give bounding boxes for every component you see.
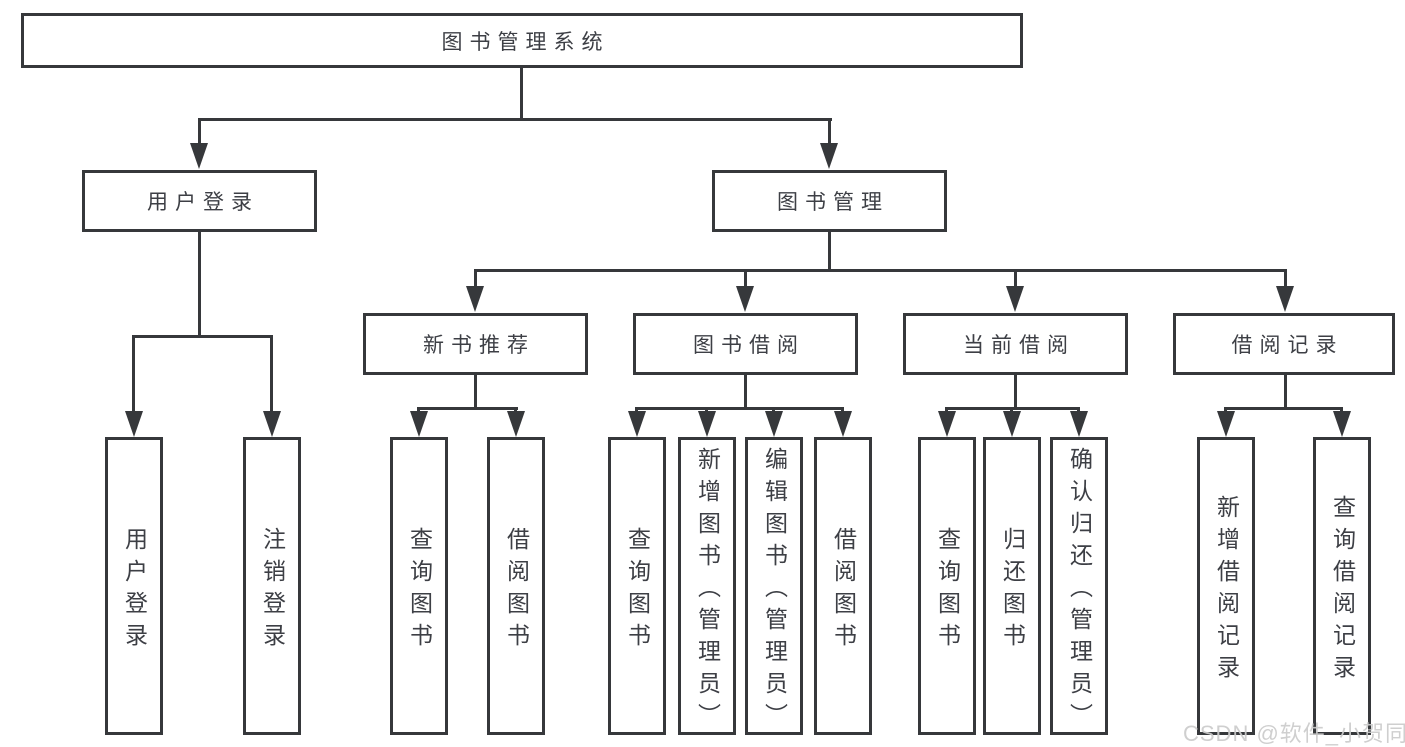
arrow-down-icon [410,411,428,437]
leaf-borrow-books: 借阅图书 [814,437,872,735]
leaf-add-book-admin: 新增图书（管理员） [678,437,736,735]
node-label: 图书管理 [777,191,889,214]
leaf-label: 用户登录 [121,526,148,655]
node-borrow-records: 借阅记录 [1173,313,1395,375]
connector-hline [635,407,843,410]
arrow-down-icon [820,143,838,169]
arrow-down-icon [263,411,281,437]
connector-vline [828,118,831,150]
connector-vline [1284,269,1287,287]
arrow-down-icon [765,411,783,437]
arrow-down-icon [125,411,143,437]
arrow-down-icon [507,411,525,437]
node-label: 图书管理系统 [441,30,610,54]
leaf-confirm-return-admin: 确认归还（管理员） [1050,437,1108,735]
arrow-down-icon [1003,411,1021,437]
connector-vline [744,269,747,287]
leaf-label: 查询图书 [934,526,961,655]
leaf-query-borrow-record: 查询借阅记录 [1313,437,1371,735]
node-label: 用户登录 [147,191,259,214]
connector-vline [198,118,201,150]
connector-vline [1014,269,1017,287]
arrow-down-icon [938,411,956,437]
leaf-label: 新增借阅记录 [1213,494,1240,687]
leaf-return-books: 归还图书 [983,437,1041,735]
arrow-down-icon [1276,286,1294,312]
node-new-book-recommend: 新书推荐 [363,313,588,375]
leaf-logout-login: 注销登录 [243,437,301,735]
connector-hline [132,335,273,338]
connector-vline [828,232,831,272]
connector-vline [270,335,273,412]
leaf-add-borrow-record: 新增借阅记录 [1197,437,1255,735]
leaf-label: 借阅图书 [830,526,857,655]
leaf-query-books-current: 查询图书 [918,437,976,735]
connector-hline [474,269,1287,272]
leaf-user-login: 用户登录 [105,437,163,735]
arrow-down-icon [1070,411,1088,437]
connector-vline [1014,375,1017,409]
leaf-label: 查询借阅记录 [1329,494,1356,687]
arrow-down-icon [834,411,852,437]
connector-hline [1224,407,1342,410]
node-label: 新书推荐 [423,334,535,357]
arrow-down-icon [1006,286,1024,312]
leaf-label: 注销登录 [259,526,286,655]
leaf-label: 查询图书 [406,526,433,655]
leaf-label: 编辑图书（管理员） [761,446,788,735]
connector-vline [474,269,477,287]
leaf-label: 新增图书（管理员） [694,446,721,735]
node-user-login: 用户登录 [82,170,317,232]
leaf-query-books-recommend: 查询图书 [390,437,448,735]
arrow-down-icon [736,286,754,312]
arrow-down-icon [628,411,646,437]
connector-vline [520,67,523,120]
arrow-down-icon [466,286,484,312]
leaf-borrow-books-recommend: 借阅图书 [487,437,545,735]
node-label: 当前借阅 [963,334,1075,357]
node-label: 图书借阅 [693,334,805,357]
leaf-label: 查询图书 [624,526,651,655]
node-label: 借阅记录 [1231,334,1344,357]
connector-vline [1284,375,1287,409]
leaf-label: 归还图书 [999,526,1026,655]
node-library-system: 图书管理系统 [21,13,1023,68]
leaf-label: 确认归还（管理员） [1066,446,1093,735]
csdn-watermark: CSDN @软件_小贺同学 [1183,721,1405,746]
leaf-label: 借阅图书 [503,526,530,655]
node-book-borrow: 图书借阅 [633,313,858,375]
node-current-borrow: 当前借阅 [903,313,1128,375]
leaf-edit-book-admin: 编辑图书（管理员） [745,437,803,735]
leaf-query-books-borrow: 查询图书 [608,437,666,735]
connector-vline [744,375,747,409]
connector-vline [474,375,477,409]
connector-hline [417,407,518,410]
arrow-down-icon [698,411,716,437]
connector-vline [198,232,201,337]
node-book-management: 图书管理 [712,170,947,232]
connector-vline [132,335,135,412]
arrow-down-icon [1217,411,1235,437]
connector-hline [198,118,832,121]
arrow-down-icon [1333,411,1351,437]
arrow-down-icon [190,143,208,169]
